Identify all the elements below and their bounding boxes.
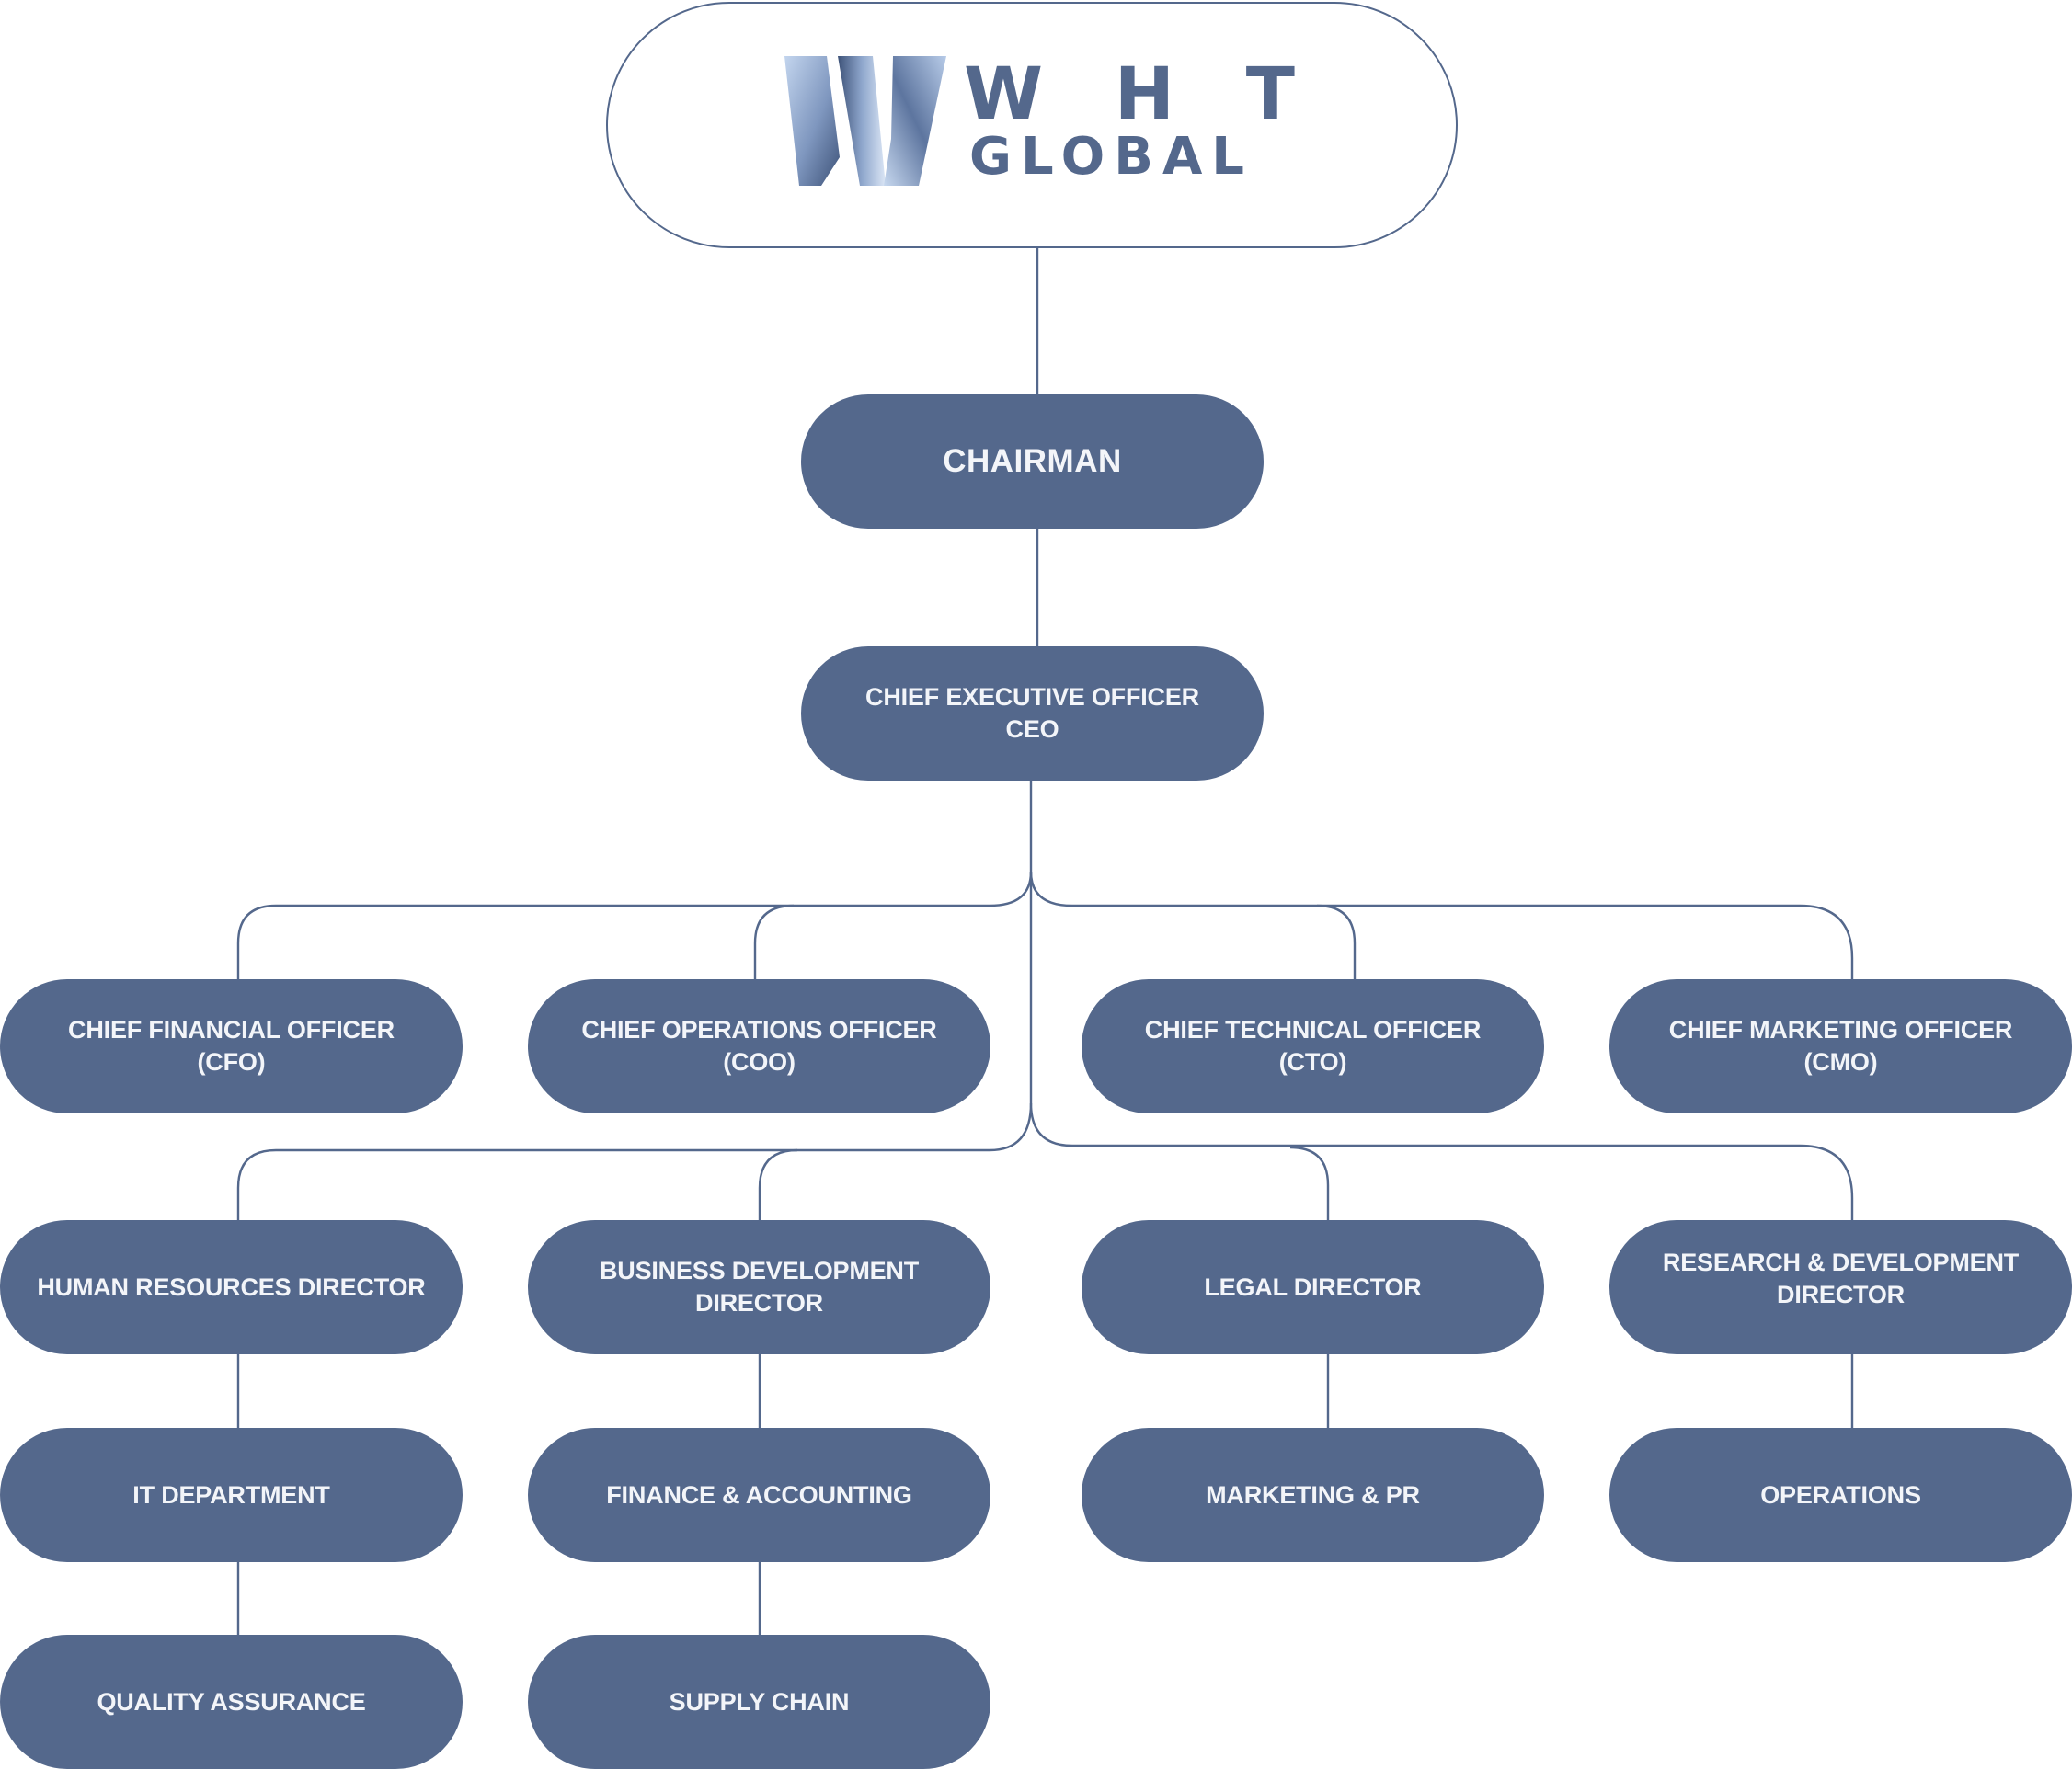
node-cfo: CHIEF FINANCIAL OFFICER (CFO) — [0, 979, 463, 1113]
node-finance-accounting: FINANCE & ACCOUNTING — [528, 1428, 990, 1562]
wht-w-logo-icon — [784, 56, 946, 186]
node-label: MARKETING & PR — [1206, 1480, 1420, 1509]
node-cmo: CHIEF MARKETING OFFICER (CMO) — [1609, 979, 2072, 1113]
node-label: OPERATIONS — [1760, 1480, 1921, 1509]
node-label: QUALITY ASSURANCE — [97, 1687, 366, 1716]
node-it-department: IT DEPARTMENT — [0, 1428, 463, 1562]
node-label-line2: (CFO) — [197, 1048, 266, 1076]
node-label-line2: DIRECTOR — [1777, 1281, 1905, 1308]
node-marketing-pr: MARKETING & PR — [1082, 1428, 1544, 1562]
connector-to-hr — [236, 1102, 1033, 1220]
node-label-line1: CHIEF TECHNICAL OFFICER — [1144, 1016, 1482, 1044]
connector-to-bd — [758, 1148, 798, 1220]
node-legal-director: LEGAL DIRECTOR — [1082, 1220, 1544, 1354]
node-label: FINANCE & ACCOUNTING — [606, 1480, 912, 1509]
node-operations: OPERATIONS — [1609, 1428, 2072, 1562]
connector-to-cto — [1316, 904, 1357, 979]
node-coo: CHIEF OPERATIONS OFFICER (COO) — [528, 979, 990, 1113]
node-label-line1: LEGAL DIRECTOR — [1204, 1273, 1422, 1301]
node-quality-assurance: QUALITY ASSURANCE — [0, 1635, 463, 1769]
node-label: SUPPLY CHAIN — [669, 1687, 850, 1716]
logo-box — [606, 2, 1458, 248]
connector-to-cto-cmo — [1029, 871, 1854, 979]
node-label-line1: CHIEF MARKETING OFFICER — [1668, 1016, 2013, 1044]
connector-to-legal — [1289, 1146, 1330, 1220]
node-label: IT DEPARTMENT — [132, 1480, 330, 1509]
node-label-line2: CEO — [1005, 715, 1059, 743]
node-chairman: CHAIRMAN — [801, 394, 1264, 529]
node-label: CHAIRMAN — [943, 443, 1122, 479]
node-label-line1: HUMAN RESOURCES DIRECTOR — [37, 1273, 426, 1301]
logo-letter-h: H — [1114, 53, 1175, 136]
node-business-development-director: BUSINESS DEVELOPMENT DIRECTOR — [528, 1220, 990, 1354]
logo-wordmark-wht: W H T — [964, 53, 1295, 136]
logo-letter-t: T — [1245, 53, 1295, 136]
logo-letter-w: W — [964, 53, 1044, 136]
node-label-line1: RESEARCH & DEVELOPMENT — [1662, 1249, 2020, 1276]
connector-to-coo — [753, 904, 795, 979]
node-label-line2: (CMO) — [1803, 1048, 1878, 1076]
node-label-line1: CHIEF EXECUTIVE OFFICER — [865, 683, 1199, 711]
connector-to-legal-rd — [1029, 1102, 1854, 1220]
node-hr-director: HUMAN RESOURCES DIRECTOR — [0, 1220, 463, 1354]
connector-to-cfo — [236, 871, 1033, 979]
node-label-line2: DIRECTOR — [695, 1289, 823, 1317]
node-label-line2: (COO) — [723, 1048, 796, 1076]
node-rd-director: RESEARCH & DEVELOPMENT DIRECTOR — [1609, 1220, 2072, 1354]
logo-wordmark-global: GLOBAL — [969, 127, 1254, 187]
node-label-line1: BUSINESS DEVELOPMENT — [599, 1257, 920, 1284]
node-ceo: CHIEF EXECUTIVE OFFICER CEO — [801, 646, 1264, 781]
node-label-line1: CHIEF OPERATIONS OFFICER — [581, 1016, 937, 1044]
node-label-line1: CHIEF FINANCIAL OFFICER — [68, 1016, 395, 1044]
node-label-line2: (CTO) — [1278, 1048, 1347, 1076]
node-supply-chain: SUPPLY CHAIN — [528, 1635, 990, 1769]
node-cto: CHIEF TECHNICAL OFFICER (CTO) — [1082, 979, 1544, 1113]
